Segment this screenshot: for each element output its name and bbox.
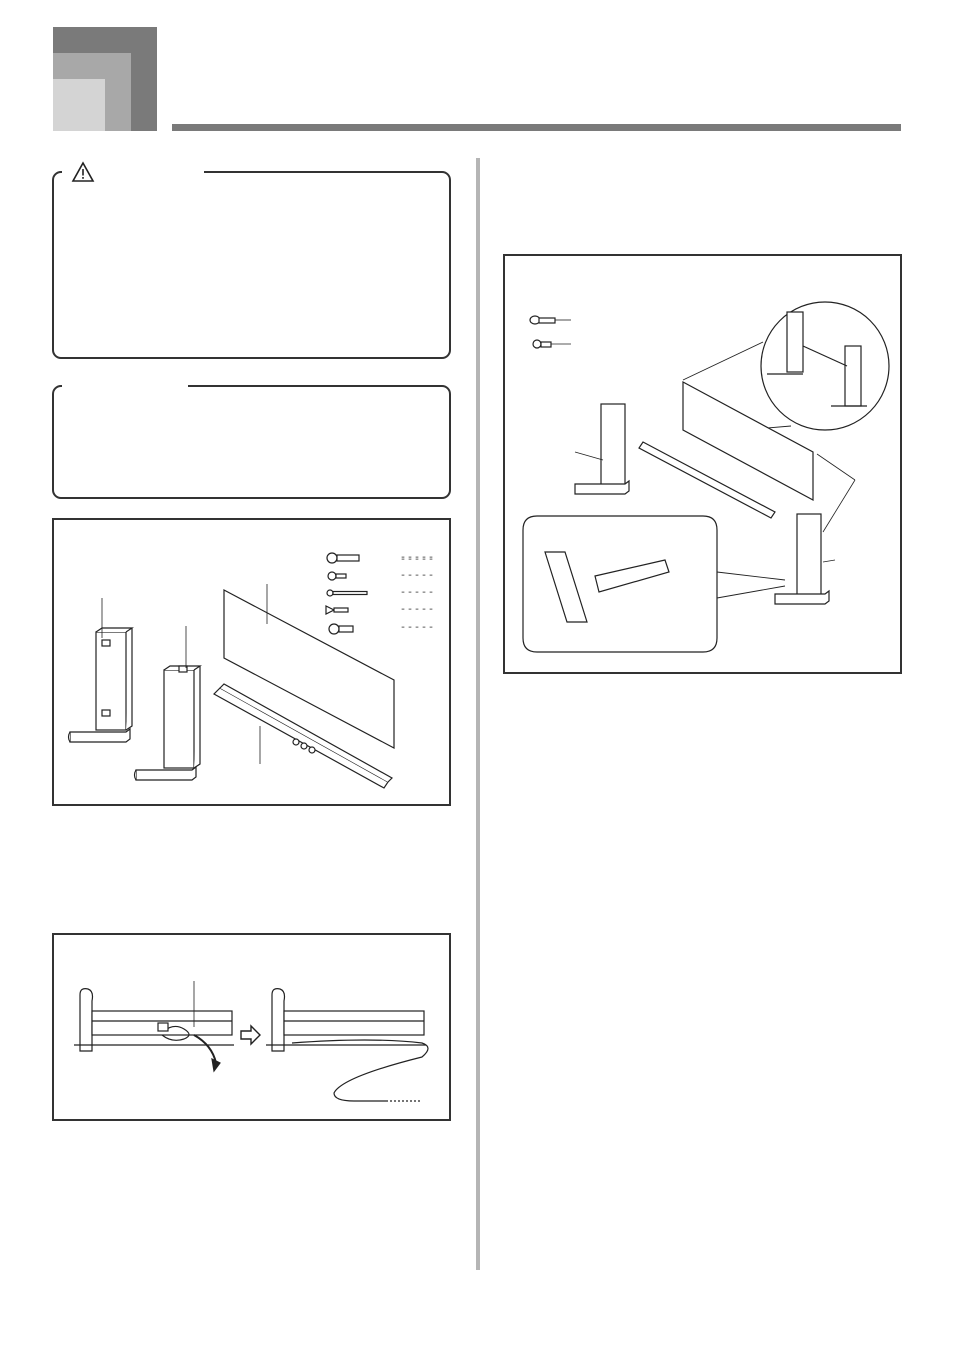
note-box-heading (62, 376, 188, 396)
detail-zoom-bottom (522, 515, 718, 653)
leader-mark-1: ----- (400, 553, 436, 564)
leader-mark-5: ----- (400, 623, 436, 634)
pedal-bar-after (266, 988, 429, 1102)
assembly-illustration (522, 301, 890, 653)
warning-box-heading (62, 160, 204, 180)
long-bolt-icon (326, 589, 368, 597)
leader-mark-1: ----- (400, 555, 435, 566)
long-screw-icon (529, 315, 556, 325)
cap-screw-icon (532, 339, 552, 349)
chapter-tab-light (53, 79, 105, 131)
short-screw-icon (327, 571, 347, 581)
cap-screw-icon (328, 623, 354, 635)
leader-mark-2: ----- (400, 571, 436, 582)
left-side-panel (67, 627, 134, 743)
right-side-panel (133, 665, 202, 781)
column-divider (476, 158, 480, 1270)
long-screw-icon (326, 552, 360, 564)
right-side-panel (774, 513, 830, 605)
back-board (682, 380, 814, 502)
assembly-figure (503, 254, 902, 674)
cable-illustration (74, 981, 429, 1102)
wing-bolt-icon (325, 605, 349, 615)
warning-box (52, 171, 451, 359)
pedal-bar (213, 683, 393, 789)
parts-figure: ----- ----- ----- ----- ----- ----- (52, 518, 451, 806)
leader-mark-4: ----- (400, 605, 436, 616)
parts-illustration: ----- (67, 552, 435, 789)
note-box (52, 385, 451, 499)
back-board (223, 589, 395, 749)
left-side-panel (574, 403, 630, 495)
leader-mark-3: ----- (400, 588, 436, 599)
warning-triangle-icon (71, 161, 95, 182)
pedal-bar (638, 441, 776, 519)
cable-figure (52, 933, 451, 1121)
right-arrow-icon (240, 1024, 261, 1046)
pedal-bar-before (74, 988, 234, 1052)
header-rule (172, 124, 901, 131)
detail-zoom-top (760, 301, 890, 431)
